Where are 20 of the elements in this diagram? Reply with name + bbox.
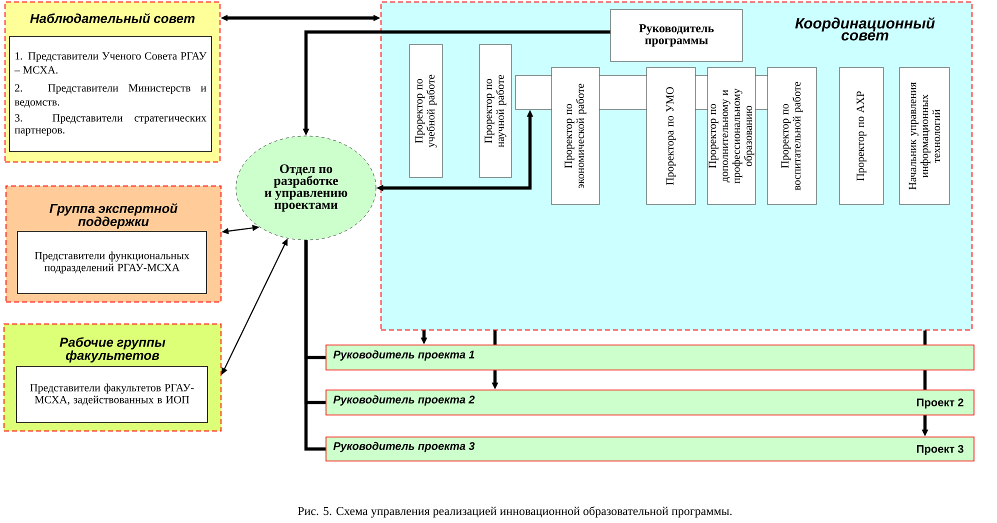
text-box: 1. Представители Ученого Совета РГАУ – МСХА. 2. Представители Министерств и ведомств. 3. Представители стратегических партнеров.: [9, 36, 212, 152]
position-box: Проректора по УМО: [646, 67, 696, 205]
connector-line: [304, 240, 326, 451]
project-bar: Руководитель проекта 1: [326, 344, 974, 370]
position-box: Проректор по дополнительному и профессиональному образованию: [707, 67, 756, 205]
project-bar: Руководитель проекта 3 Проект 3: [326, 436, 974, 462]
position-box: Проректор по учебной работе: [409, 44, 443, 178]
connector-line: [923, 330, 927, 345]
text-box: Представители факультетов РГАУ-МСХА, задействованных в ИОП: [16, 366, 208, 423]
connector-line: [923, 370, 927, 390]
leader-box: Руководитель программы: [610, 9, 743, 62]
caption: Рис. 5. Схема управления реализацией инновационной образовательной программы.: [298, 506, 732, 518]
position-box: Проректор по научной работе: [479, 44, 512, 178]
connector-line: [493, 330, 497, 345]
text-box: Представители функциональных подразделений РГАУ-МСХА: [17, 231, 207, 294]
position-box: Проректор по экономической работе: [551, 67, 600, 205]
position-box: Проректор по АХР: [839, 67, 884, 205]
position-box: Начальник управления информационных технологий: [899, 67, 950, 205]
project-bar: Руководитель проекта 2 Проект 2: [326, 390, 974, 416]
position-box: Проректор по воспитательной работе: [767, 67, 817, 205]
